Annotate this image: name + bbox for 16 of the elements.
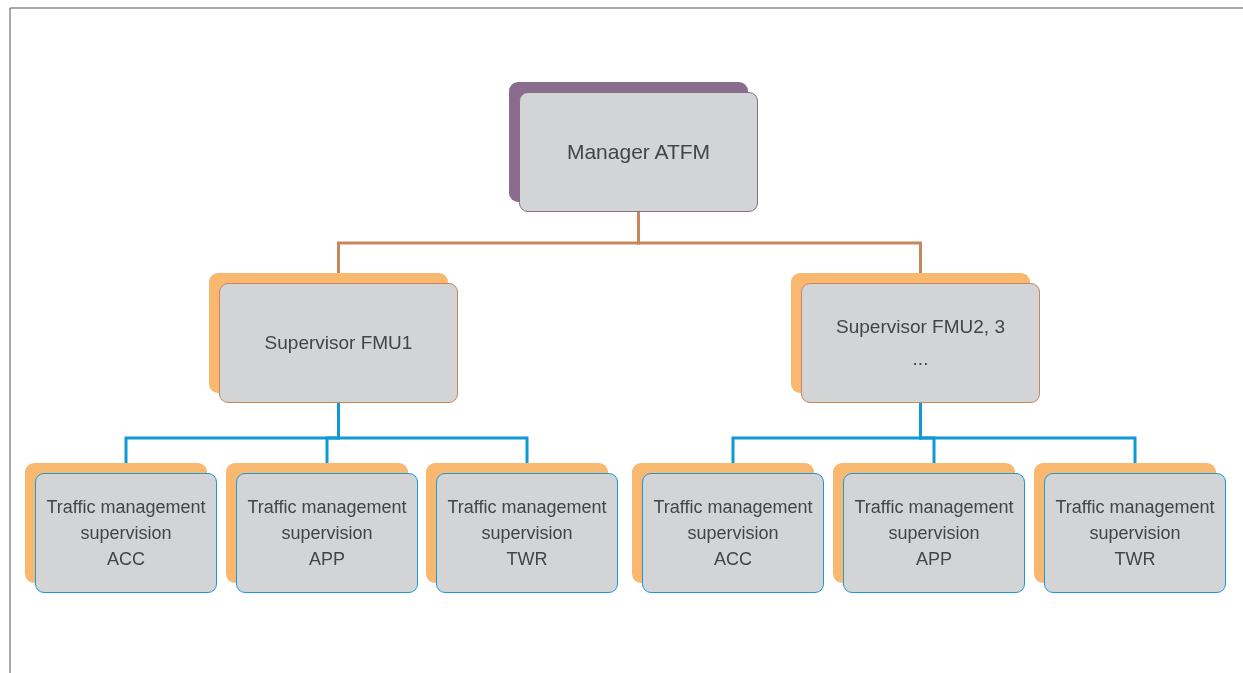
box-label: Supervisor FMU2, 3 [836, 315, 1005, 339]
box-label: ACC [714, 548, 752, 571]
box-label: ACC [107, 548, 145, 571]
box-label: Traffic management supervision [853, 496, 1015, 545]
box-label: Traffic management supervision [45, 496, 207, 545]
box-label: APP [916, 548, 952, 571]
box-label: TWR [506, 548, 548, 571]
box-label: TWR [1114, 548, 1156, 571]
box-label: Manager ATFM [566, 139, 711, 165]
box-label: Traffic management supervision [652, 496, 814, 545]
box-label: Supervisor FMU1 [264, 331, 413, 355]
box-label: APP [309, 548, 345, 571]
box-label: Traffic management supervision [1054, 496, 1216, 545]
box-label: Traffic management supervision [446, 496, 608, 545]
box-label: Traffic management supervision [246, 496, 408, 545]
box-label: ... [912, 347, 929, 371]
